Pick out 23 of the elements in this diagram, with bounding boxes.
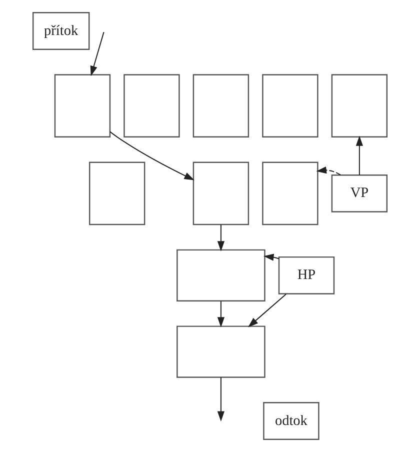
arrow xyxy=(356,136,363,176)
node-box: VP xyxy=(331,174,388,212)
arrow xyxy=(217,224,225,252)
node-box xyxy=(192,162,250,226)
node-box: přítok xyxy=(32,12,90,50)
node-box xyxy=(176,249,266,302)
arrow xyxy=(264,254,280,261)
node-box xyxy=(54,74,111,138)
node-box: HP xyxy=(278,256,335,294)
node-box xyxy=(88,162,146,226)
arrow xyxy=(217,301,225,328)
node-box xyxy=(262,162,318,226)
arrow xyxy=(248,294,287,328)
arrow xyxy=(217,377,225,422)
node-box xyxy=(331,74,388,138)
arrow xyxy=(110,131,194,180)
arrow xyxy=(90,32,104,76)
node-box xyxy=(124,74,180,138)
arrow xyxy=(316,166,341,176)
node-box xyxy=(176,326,266,378)
node-box xyxy=(192,74,250,138)
node-box xyxy=(262,74,318,138)
node-box: odtok xyxy=(263,402,320,440)
